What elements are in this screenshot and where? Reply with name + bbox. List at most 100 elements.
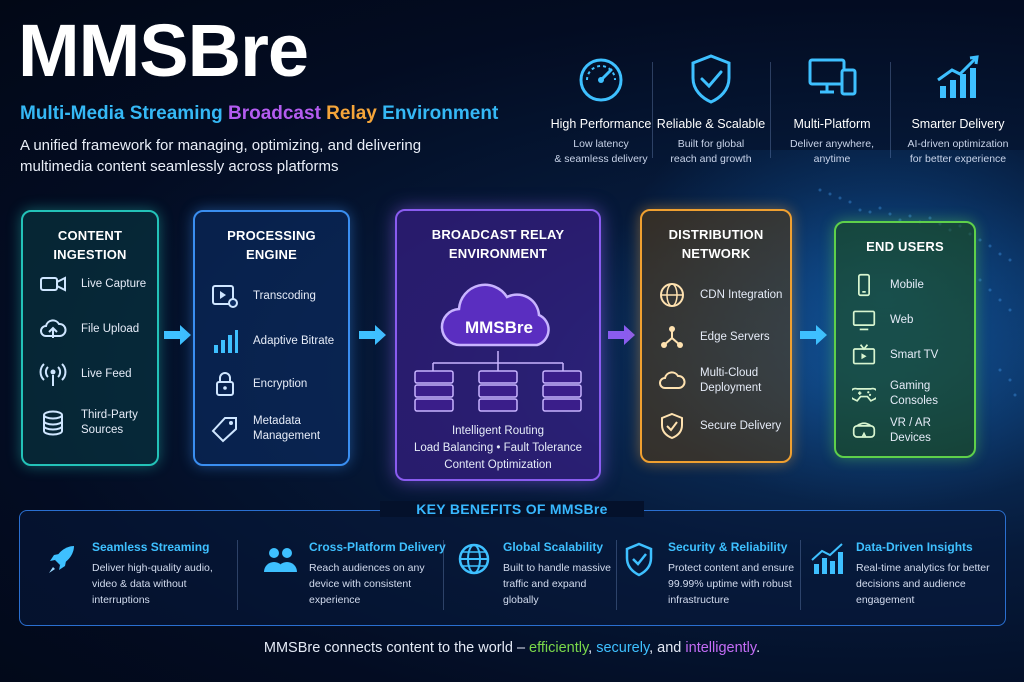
feature-smarter-delivery: Smarter Delivery AI-driven optimization … — [898, 50, 1018, 167]
item-edge-servers: Edge Servers — [658, 323, 770, 351]
benefit-seamless-streaming: Seamless Streaming Deliver high-quality … — [44, 540, 213, 608]
item-mobile: Mobile — [852, 273, 924, 297]
item-web: Web — [852, 308, 913, 332]
devices-icon — [808, 58, 857, 96]
server-icon — [414, 370, 454, 412]
flow-arrow — [164, 325, 191, 345]
item-cdn: CDN Integration — [658, 281, 782, 309]
gamepad-icon — [852, 387, 876, 402]
shield-check-icon — [661, 412, 683, 440]
item-gaming-consoles: Gaming Consoles — [852, 379, 974, 409]
benefit-security-reliability: Security & Reliability Protect content a… — [620, 540, 794, 608]
box-title: END USERS — [866, 239, 944, 254]
item-adaptive-bitrate: Adaptive Bitrate — [211, 327, 334, 355]
smart-tv-icon — [852, 344, 876, 365]
divider — [616, 540, 617, 610]
flow-arrow — [608, 325, 635, 345]
footer-segment: , — [588, 640, 597, 656]
feature-desc: anytime — [813, 153, 851, 165]
item-smart-tv: Smart TV — [852, 343, 938, 367]
bar-chart-icon — [214, 330, 238, 353]
footer-segment: efficiently — [529, 640, 589, 656]
footer-segment: securely — [596, 640, 650, 656]
server-icon — [542, 370, 582, 412]
feature-desc: AI-driven optimization — [907, 138, 1009, 150]
divider — [443, 540, 444, 610]
page-subtitle: Multi-Media Streaming Broadcast Relay En… — [20, 103, 498, 125]
footer-segment: intelligently — [685, 640, 757, 656]
relay-description: Intelligent Routing Load Balancing • Fau… — [413, 425, 583, 471]
mobile-icon — [858, 273, 870, 297]
feature-title: Smarter Delivery — [911, 117, 1005, 131]
benefit-cross-platform: Cross-Platform Delivery Reach audiences … — [261, 540, 446, 608]
tag-icon — [211, 417, 237, 443]
feature-reliable-scalable: Reliable & Scalable Built for global rea… — [651, 50, 771, 167]
rocket-icon — [49, 546, 74, 573]
footer-segment: , and — [649, 640, 686, 656]
network-nodes-icon — [661, 326, 683, 348]
database-icon — [43, 410, 63, 436]
server-icon — [478, 370, 518, 412]
feature-title: Multi-Platform — [793, 117, 871, 131]
divider — [237, 540, 238, 610]
broadcast-icon — [39, 363, 67, 386]
users-icon — [264, 548, 297, 572]
feature-desc: for better experience — [909, 153, 1007, 165]
speedometer-icon — [579, 58, 623, 102]
content-ingestion-box: CONTENT INGESTION Live Capture File Uplo… — [21, 210, 159, 466]
divider — [770, 62, 771, 158]
film-gear-icon — [212, 285, 238, 308]
footer-segment: MMSBre connects content to the world – — [263, 640, 530, 656]
shield-check-icon — [691, 54, 731, 104]
key-benefits-title: KEY BENEFITS OF MMSBre — [380, 501, 644, 517]
tagline: A unified framework for managing, optimi… — [20, 137, 422, 175]
flow-arrow — [359, 325, 386, 345]
globe-icon — [660, 283, 684, 307]
footer-tagline: MMSBre connects content to the world – e… — [0, 640, 1024, 656]
item-transcoding: Transcoding — [211, 282, 316, 310]
subtitle-segment: Relay — [326, 103, 383, 124]
subtitle-segment: Broadcast — [227, 103, 327, 124]
subtitle-segment: Environment — [382, 103, 499, 124]
lock-icon — [216, 372, 234, 396]
cloud-icon — [659, 371, 686, 389]
feature-desc: reach and growth — [670, 153, 752, 165]
feature-desc: & seamless delivery — [554, 153, 648, 165]
shield-check-icon — [625, 542, 653, 577]
box-title: CONTENT INGESTION — [53, 228, 127, 262]
item-live-feed: Live Feed — [39, 360, 132, 388]
divider — [652, 62, 653, 158]
item-live-capture: Live Capture — [39, 270, 146, 298]
server-cluster — [414, 351, 582, 412]
feature-high-performance: High Performance Low latency & seamless … — [541, 50, 661, 167]
vr-headset-icon — [852, 422, 876, 438]
monitor-icon — [852, 310, 876, 331]
item-vr-ar: VR / AR Devices — [852, 416, 974, 446]
feature-title: Reliable & Scalable — [656, 117, 766, 131]
benefit-global-scalability: Global Scalability Built to handle massi… — [455, 540, 611, 608]
cloud-upload-icon — [40, 319, 67, 338]
feature-title: High Performance — [550, 117, 652, 131]
feature-desc: Low latency — [573, 138, 629, 150]
cloud-label: MMSBre — [465, 318, 533, 337]
globe-icon — [458, 543, 490, 575]
divider — [890, 62, 891, 158]
benefit-data-driven: Data-Driven Insights Real-time analytics… — [808, 540, 990, 608]
feature-desc: Built for global — [677, 138, 745, 150]
flow-arrow — [800, 325, 827, 345]
video-camera-icon — [40, 276, 66, 292]
subtitle-segment: Multi-Media Streaming — [20, 103, 228, 124]
footer-segment: . — [756, 640, 761, 656]
item-secure-delivery: Secure Delivery — [658, 412, 781, 440]
feature-desc: Deliver anywhere, — [789, 138, 875, 150]
end-users-box: END USERS Mobile Web Smart TV Gaming Con… — [834, 221, 976, 458]
